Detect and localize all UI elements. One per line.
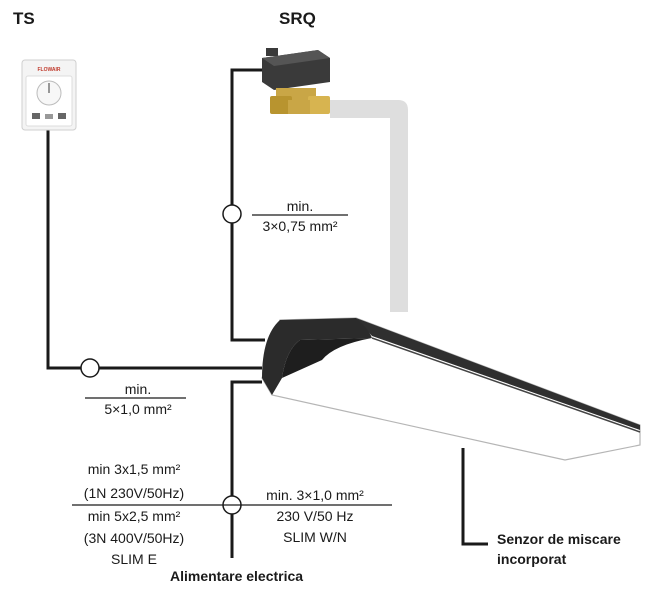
power-spec-2: (1N 230V/50Hz) <box>83 485 185 501</box>
cable-ts-min: min. <box>124 381 152 397</box>
power-spec-1: min 3x1,5 mm² <box>87 461 181 477</box>
power-spec-right-1: min. 3×1,0 mm² <box>266 487 364 503</box>
srq-label: SRQ <box>279 9 316 28</box>
sensor-label-1: Senzor de miscare <box>497 531 621 547</box>
power-spec-right-3: SLIM W/N <box>283 529 347 545</box>
unit-top-edge <box>356 318 640 430</box>
wire-sensor <box>461 448 488 546</box>
unit-endcap <box>262 318 372 395</box>
wire-ts <box>46 130 262 370</box>
water-pipe <box>330 100 408 312</box>
separator-lines <box>72 214 392 506</box>
ts-label: TS <box>13 9 35 28</box>
sensor-label-2: incorporat <box>497 551 567 567</box>
cable-srq-min: min. <box>286 198 314 214</box>
thermostat-ts: FLOWAIR <box>21 59 77 131</box>
cable-marker-srq <box>222 204 242 224</box>
power-supply-label: Alimentare electrica <box>170 568 304 584</box>
air-curtain-unit <box>261 317 641 461</box>
valve-srq <box>262 48 330 114</box>
power-spec-4: (3N 400V/50Hz) <box>83 530 185 546</box>
cable-srq-spec: 3×0,75 mm² <box>262 218 338 234</box>
cable-marker-ts <box>80 358 100 378</box>
power-spec-3: min 5x2,5 mm² <box>87 508 181 524</box>
wire-srq <box>230 68 265 342</box>
cable-ts-spec: 5×1,0 mm² <box>104 401 172 417</box>
brand-logo: FLOWAIR <box>37 67 60 73</box>
power-spec-5: SLIM E <box>111 551 157 567</box>
power-spec-right-2: 230 V/50 Hz <box>276 508 354 524</box>
wire-power <box>230 380 262 558</box>
